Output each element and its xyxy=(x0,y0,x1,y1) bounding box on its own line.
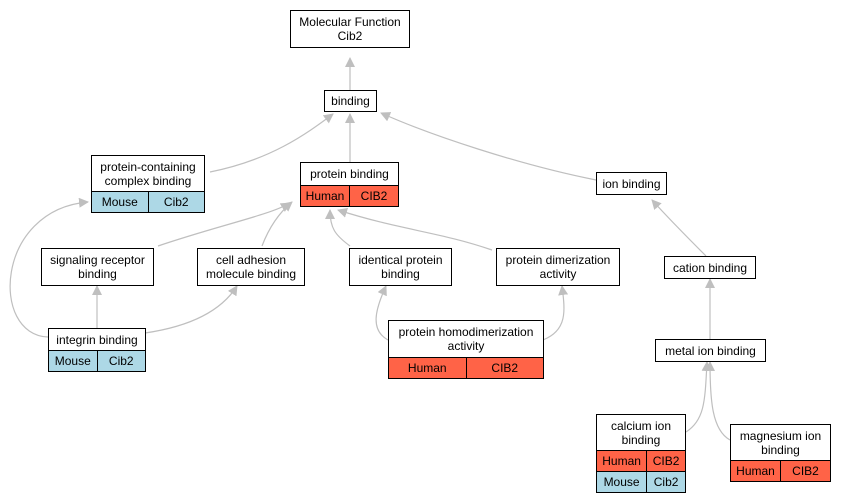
node-protein-homodimerization-activity[interactable]: protein homodimerization activity Human … xyxy=(388,320,544,379)
edge-integrin-to-cell-adhesion xyxy=(144,285,238,334)
node-molecular-function-root[interactable]: Molecular Function Cib2 xyxy=(290,10,410,48)
node-protein-containing-complex-binding[interactable]: protein-containing complex binding Mouse… xyxy=(91,155,205,213)
gene-cell: CIB2 xyxy=(780,461,830,481)
species-cell: Human xyxy=(305,189,345,203)
edge-identical-to-protein-binding xyxy=(325,209,351,247)
node-magnesium-ion-binding[interactable]: magnesium ion binding Human CIB2 xyxy=(730,424,831,482)
node-binding[interactable]: binding xyxy=(324,90,377,112)
edge-homodimer-to-dimerization xyxy=(542,285,569,341)
annotation-row-human: Human CIB2 xyxy=(731,460,830,481)
species-cell: Human xyxy=(602,454,641,468)
node-label: identical protein binding xyxy=(358,253,443,281)
edge-cation-to-ion-binding xyxy=(651,199,707,257)
annotation-row-human: Human CIB2 xyxy=(597,450,685,471)
node-label: protein binding xyxy=(310,167,389,181)
annotation-row-human: Human CIB2 xyxy=(389,357,543,378)
gene-cell: CIB2 xyxy=(646,451,685,471)
edge-calcium-to-metal xyxy=(685,361,712,433)
node-label: binding xyxy=(331,94,370,108)
node-label: protein-containing complex binding xyxy=(100,159,196,188)
node-label: protein homodimerization activity xyxy=(398,325,534,353)
node-protein-binding[interactable]: protein binding Human CIB2 xyxy=(300,162,399,207)
node-identical-protein-binding[interactable]: identical protein binding xyxy=(349,248,452,286)
annotation-row-human: Human CIB2 xyxy=(301,185,398,206)
annotation-row-mouse: Mouse Cib2 xyxy=(49,350,145,371)
species-cell: Mouse xyxy=(603,475,640,489)
gene-cell: Cib2 xyxy=(147,192,205,212)
node-label: ion binding xyxy=(602,176,661,191)
annotation-row-mouse: Mouse Cib2 xyxy=(92,191,204,212)
node-label: protein dimerization activity xyxy=(505,253,611,281)
edge-homodimer-to-identical xyxy=(375,285,389,341)
node-label: Molecular Function Cib2 xyxy=(299,15,401,43)
gene-cell: Cib2 xyxy=(96,351,146,371)
node-calcium-ion-binding[interactable]: calcium ion binding Human CIB2 Mouse Cib… xyxy=(596,414,686,493)
node-label: cation binding xyxy=(672,260,748,275)
node-protein-dimerization-activity[interactable]: protein dimerization activity xyxy=(496,248,620,286)
node-cell-adhesion-molecule-binding[interactable]: cell adhesion molecule binding xyxy=(197,248,305,286)
species-cell: Mouse xyxy=(54,354,91,368)
node-ion-binding[interactable]: ion binding xyxy=(596,172,667,195)
node-label: integrin binding xyxy=(56,332,138,347)
node-cation-binding[interactable]: cation binding xyxy=(664,256,756,279)
node-metal-ion-binding[interactable]: metal ion binding xyxy=(655,339,766,362)
gene-cell: CIB2 xyxy=(465,358,544,378)
species-cell: Human xyxy=(407,361,447,375)
edge-ion-binding-to-binding xyxy=(380,112,597,181)
edge-pccb-to-binding xyxy=(209,113,334,173)
gene-cell: CIB2 xyxy=(349,186,398,206)
edge-integrin-to-pccb xyxy=(9,197,89,338)
node-label: calcium ion binding xyxy=(610,418,672,447)
annotation-row-mouse: Mouse Cib2 xyxy=(597,471,685,492)
node-label: magnesium ion binding xyxy=(739,428,822,457)
node-integrin-binding[interactable]: integrin binding Mouse Cib2 xyxy=(48,328,146,372)
edge-cell-adhesion-to-protein-binding xyxy=(261,201,293,247)
node-label: signaling receptor binding xyxy=(50,253,145,281)
species-cell: Human xyxy=(736,464,775,478)
edge-magnesium-to-metal xyxy=(705,361,731,441)
node-label: cell adhesion molecule binding xyxy=(205,253,297,281)
node-label: metal ion binding xyxy=(665,343,756,358)
gene-cell: Cib2 xyxy=(646,472,685,492)
edge-dimerization-to-protein-binding xyxy=(337,208,493,251)
node-signaling-receptor-binding[interactable]: signaling receptor binding xyxy=(41,248,154,286)
species-cell: Mouse xyxy=(101,195,138,209)
